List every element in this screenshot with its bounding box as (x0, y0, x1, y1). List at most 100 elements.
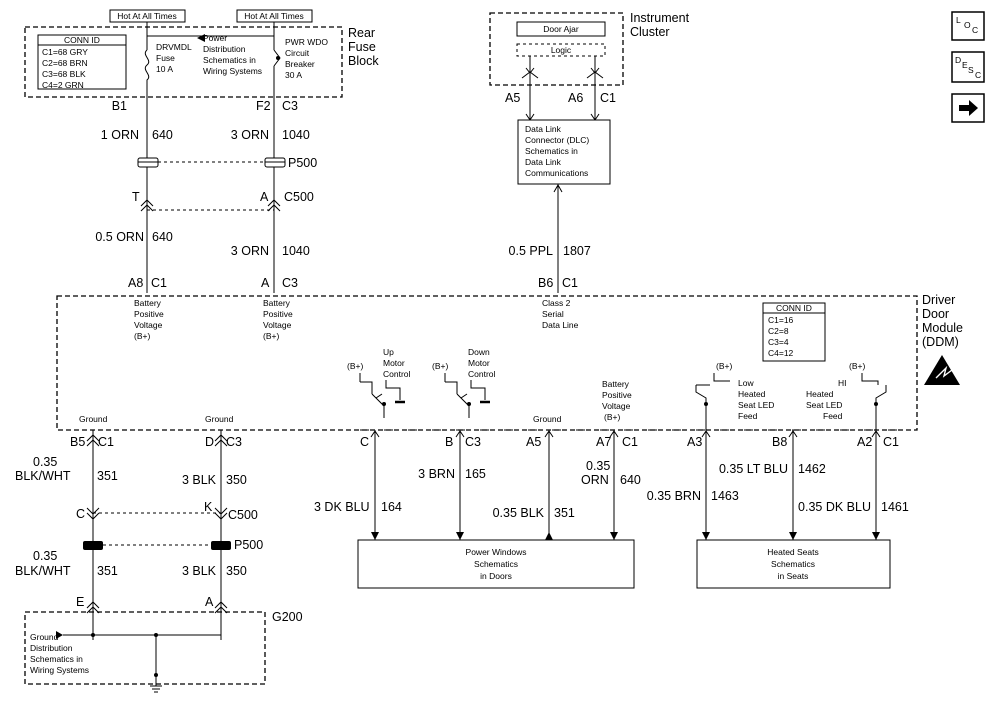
wire-color: 0.35 (586, 459, 610, 473)
conn-id-row: C3=68 BLK (42, 69, 86, 79)
conn-id-row: C3=4 (768, 337, 789, 347)
power-windows-label: in Doors (480, 571, 512, 581)
wire-color: 0.35 LT BLU (719, 462, 788, 476)
wire-color: BLK/WHT (15, 469, 71, 483)
conn-id-title: CONN ID (776, 303, 812, 313)
loc-text: O (964, 20, 971, 30)
wire-color: 3 BLK (182, 473, 217, 487)
pin-a3: A3 (687, 435, 702, 449)
breaker-label: Circuit (285, 48, 310, 58)
fuse-symbol (144, 36, 150, 97)
pin-c1: C1 (562, 276, 578, 290)
circuit-breaker-symbol (273, 36, 281, 97)
wire-circuit: 351 (97, 469, 118, 483)
rear-fuse-block-title-2: Fuse (348, 40, 376, 54)
conn-id-row: C1=68 GRY (42, 47, 88, 57)
hi-heated-text: HI (838, 378, 847, 388)
wire-color: 0.35 DK BLU (798, 500, 871, 514)
class2-text: Data Line (542, 320, 579, 330)
up-motor-text: Motor (383, 358, 405, 368)
hi-heated-text: Seat LED (806, 400, 842, 410)
desc-button[interactable]: D E S C (951, 51, 985, 83)
pin-c1: C1 (883, 435, 899, 449)
down-motor-text: Down (468, 347, 490, 357)
low-heated-text: Seat LED (738, 400, 774, 410)
conn-id-title: CONN ID (64, 35, 100, 45)
power-dist-label: Schematics in (203, 55, 256, 65)
bpv-text: Positive (134, 309, 164, 319)
fuse-block-conn-id-table: CONN ID C1=68 GRY C2=68 BRN C3=68 BLK C4… (37, 34, 127, 90)
desc-text: E (962, 60, 968, 70)
bpv-label-1: Battery Positive Voltage (B+) (134, 298, 164, 341)
wire-circuit: 640 (620, 473, 641, 487)
power-windows-label: Power Windows (466, 547, 527, 557)
conn-id-row: C2=8 (768, 326, 789, 336)
bpv-text: Battery (134, 298, 162, 308)
pin-c1: C1 (622, 435, 638, 449)
pin-c3: C3 (282, 276, 298, 290)
g200-text: Schematics in (30, 654, 83, 664)
ddm-title-4: (DDM) (922, 335, 959, 349)
next-arrow-button[interactable] (951, 93, 985, 123)
power-windows-label: Schematics (474, 559, 518, 569)
connector-p500: P500 (234, 538, 263, 552)
wire-color: 1 ORN (101, 128, 139, 142)
esd-warning-icon (924, 355, 960, 385)
hi-heated-text: Heated (806, 389, 834, 399)
desc-text: D (955, 55, 961, 65)
heated-seats-label: Heated Seats (767, 547, 819, 557)
bpv-text: Voltage (602, 401, 631, 411)
class2-label: Class 2 Serial Data Line (542, 298, 579, 330)
pin-a5: A5 (526, 435, 541, 449)
conn-id-row: C2=68 BRN (42, 58, 88, 68)
arrow-right-icon (959, 100, 978, 116)
breaker-label: Breaker (285, 59, 315, 69)
bpv-text: Positive (263, 309, 293, 319)
bpv-text: (B+) (134, 331, 150, 341)
fuse-label: 10 A (156, 64, 173, 74)
pin-a: A (261, 276, 270, 290)
power-dist-label: Power (203, 33, 227, 43)
power-dist-label: Wiring Systems (203, 66, 262, 76)
bpv-text: Positive (602, 390, 632, 400)
conn-id-row: C4=2 GRN (42, 80, 84, 90)
heated-seats-label: Schematics (771, 559, 815, 569)
ddm-conn-id-table: CONN ID C1=16 C2=8 C3=4 C4=12 (762, 302, 826, 362)
wire-color: 0.35 (33, 455, 57, 469)
wire-color: 3 ORN (231, 244, 269, 258)
pin-a6: A6 (568, 91, 583, 105)
dlc-label: Communications (525, 168, 588, 178)
breaker-label: PWR WDO (285, 37, 328, 47)
bplus-label: (B+) (849, 361, 865, 371)
fuse-label: Fuse (156, 53, 175, 63)
wire-color: BLK/WHT (15, 564, 71, 578)
hi-heated-seat-switch: (B+) HI Heated Seat LED Feed (806, 361, 887, 430)
power-window-circuits: C 3 DK BLU 164 B C3 3 BRN 165 A5 0.35 BL… (314, 430, 641, 589)
ground-g200: G200 (272, 610, 303, 624)
bplus-label: (B+) (432, 361, 448, 371)
conn-id-row: C4=12 (768, 348, 794, 358)
ground-label: Ground (79, 414, 108, 424)
pin-c1: C1 (600, 91, 616, 105)
rear-fuse-block-title: Rear (348, 26, 375, 40)
up-motor-text: Control (383, 369, 411, 379)
wire-circuit: 1461 (881, 500, 909, 514)
power-dist-label: Distribution (203, 44, 246, 54)
pin-e: E (76, 595, 84, 609)
loc-text: L (956, 15, 961, 25)
wire-circuit: 164 (381, 500, 402, 514)
dlc-label: Data Link (525, 124, 562, 134)
ddm-title: Driver (922, 293, 955, 307)
pin-b6: B6 (538, 276, 553, 290)
rear-fuse-block: Hot At All Times Hot At All Times Rear F… (24, 9, 379, 98)
wire-circuit: 640 (152, 230, 173, 244)
wire-circuit: 1463 (711, 489, 739, 503)
wire-color: ORN (581, 473, 609, 487)
loc-button[interactable]: L O C (951, 11, 985, 41)
wire-circuit: 1462 (798, 462, 826, 476)
wire-circuit: 351 (97, 564, 118, 578)
bplus-label: (B+) (716, 361, 732, 371)
pin-b5: B5 (70, 435, 85, 449)
pin-c3: C3 (465, 435, 481, 449)
low-heated-text: Feed (738, 411, 758, 421)
